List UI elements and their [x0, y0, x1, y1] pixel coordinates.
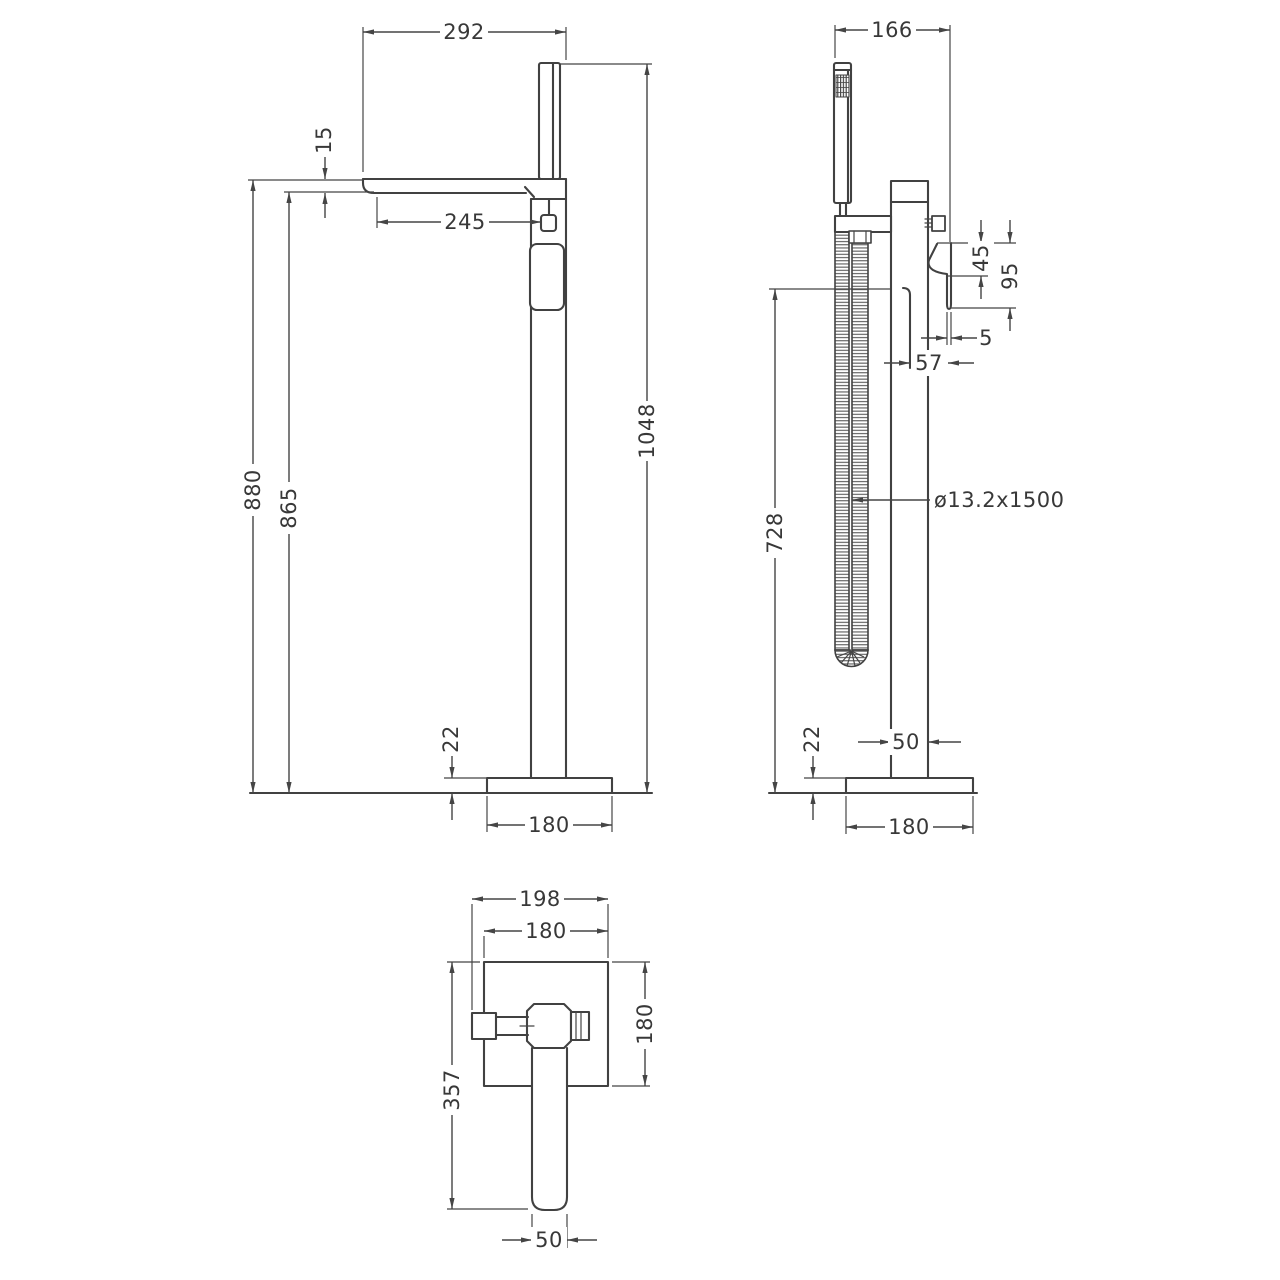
dim-floor-to-outlet: 728: [763, 512, 787, 554]
base-plate-side: [844, 776, 975, 795]
dim-base-width-front: 180: [528, 813, 570, 837]
side-view-dimensions: [769, 25, 1016, 834]
handle-grip-plan: [470, 1011, 498, 1041]
dim-hose-spec: ø13.2x1500: [934, 488, 1064, 512]
fitting-threads: [924, 218, 933, 228]
dim-overall-projection: 357: [440, 1069, 464, 1111]
front-view-labels: 292 15 245 880 865 1048 22 180: [240, 19, 660, 838]
outlet-square: [539, 213, 558, 233]
dim-plate-depth-plan: 180: [633, 1003, 657, 1045]
dim-floor-to-spout-top: 880: [241, 469, 265, 511]
spout-lip: [361, 177, 528, 195]
dim-base-thickness-side: 22: [800, 725, 824, 753]
dim-base-depth-side: 180: [888, 815, 930, 839]
shower-hose: [834, 231, 869, 668]
side-view-outline: [767, 61, 979, 795]
dim-spout-width-plan: 50: [535, 1228, 563, 1252]
handle-side-profile: [927, 241, 953, 311]
dim-handle-body-height: 45: [969, 244, 993, 272]
side-view: 166 45 95 5 57 ø13.2x1500 728 22 50 180: [762, 17, 1064, 840]
handle-bar-plan: [494, 1015, 530, 1037]
handshower-stem: [838, 201, 848, 218]
side-view-labels: 166 45 95 5 57 ø13.2x1500 728 22 50 180: [762, 17, 1064, 840]
dim-outlet-offset: 245: [444, 210, 486, 234]
base-plate-front: [485, 776, 614, 795]
front-view-dimensions: [248, 27, 652, 832]
dim-handle-projection: 57: [915, 351, 943, 375]
handshower-bracket: [833, 214, 893, 234]
rear-fitting: [931, 215, 946, 232]
dim-column-depth: 50: [892, 730, 920, 754]
dim-handle-tip-thickness: 5: [979, 326, 993, 350]
plan-view: 198 180 357 180 50: [439, 886, 658, 1253]
dim-handle-overall-height: 95: [998, 262, 1022, 290]
plan-view-labels: 198 180 357 180 50: [439, 886, 658, 1253]
body-inner-edge: [901, 286, 912, 370]
handle-front: [528, 242, 566, 312]
dim-overall-width: 198: [519, 887, 561, 911]
handshower-side: [832, 61, 853, 205]
dim-spout-reach: 292: [443, 20, 485, 44]
centerline-cross: [519, 1018, 535, 1034]
dim-overall-height: 1048: [635, 403, 659, 458]
dim-overall-depth: 166: [871, 18, 913, 42]
plan-view-outline: [470, 960, 610, 1212]
front-view: 292 15 245 880 865 1048 22 180: [240, 19, 660, 838]
dim-base-thickness-front: 22: [439, 725, 463, 753]
hose-nut: [848, 230, 872, 244]
hex-fitting-plan: [569, 1010, 591, 1042]
spray-face: [835, 74, 850, 98]
spout-plan: [530, 1046, 569, 1212]
dim-spout-thickness: 15: [312, 126, 336, 154]
dim-floor-to-spout-underside: 865: [277, 487, 301, 529]
front-view-outline: [248, 61, 654, 795]
column-side: [889, 179, 930, 780]
dim-plate-width-plan: 180: [525, 919, 567, 943]
spout-chamfer-tick: [523, 185, 536, 199]
handshower-front: [537, 61, 562, 181]
